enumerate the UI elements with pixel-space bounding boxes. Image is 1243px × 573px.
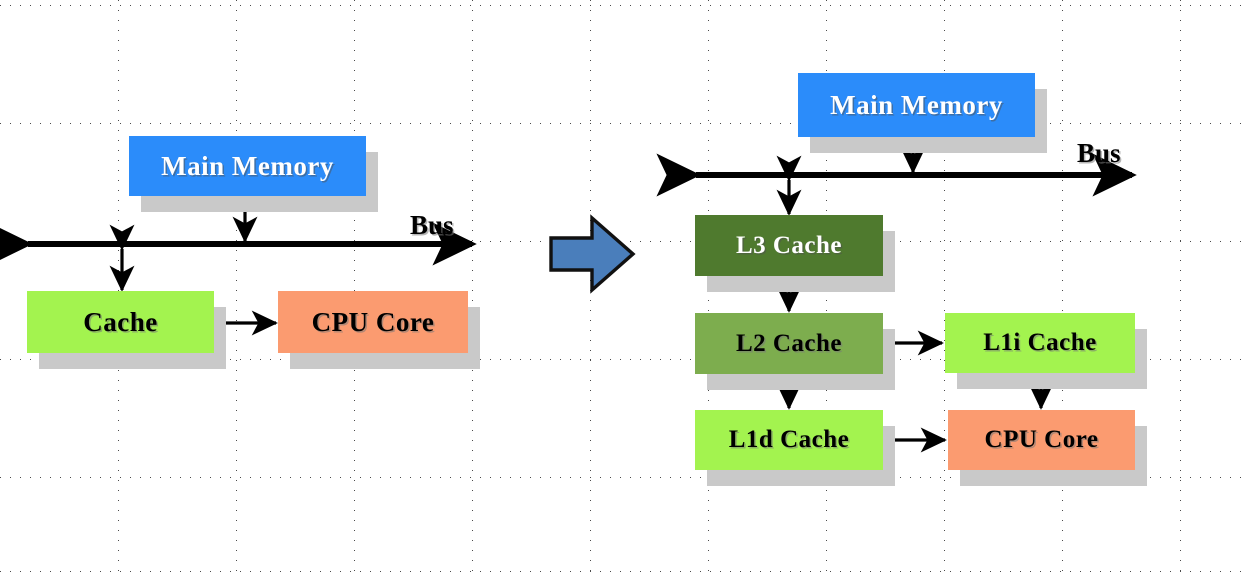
box-face	[695, 410, 883, 470]
bus-label-left: Bus	[410, 210, 454, 240]
node-label: Main Memory	[830, 89, 1003, 120]
node-label: L1d Cache	[728, 426, 850, 453]
node-main-memory-left[interactable]: Main Memory	[129, 136, 378, 212]
node-cpu-core-left[interactable]: CPU Core	[278, 291, 480, 369]
node-label: L3 Cache	[735, 231, 843, 259]
box-face	[27, 291, 214, 353]
node-label: L1i Cache	[983, 329, 1097, 356]
node-l3-cache[interactable]: L3 Cache	[695, 215, 895, 292]
node-l1i-cache[interactable]: L1i Cache	[945, 313, 1147, 389]
node-label: Cache	[83, 306, 158, 337]
node-label: CPU Core	[984, 426, 1099, 453]
box-face	[948, 410, 1135, 470]
bus-label-right: Bus	[1077, 138, 1121, 168]
node-label: L2 Cache	[735, 329, 843, 357]
block-arrow-shape	[549, 214, 636, 294]
node-main-memory-right[interactable]: Main Memory	[798, 73, 1047, 153]
node-label: Main Memory	[161, 150, 334, 181]
node-label: CPU Core	[311, 306, 435, 337]
evolution-arrow-icon	[549, 214, 636, 294]
node-l2-cache[interactable]: L2 Cache	[695, 313, 895, 390]
node-cache-left[interactable]: Cache	[27, 291, 226, 369]
node-cpu-core-right[interactable]: CPU Core	[948, 410, 1147, 486]
node-l1d-cache[interactable]: L1d Cache	[695, 410, 895, 486]
box-face	[278, 291, 468, 353]
